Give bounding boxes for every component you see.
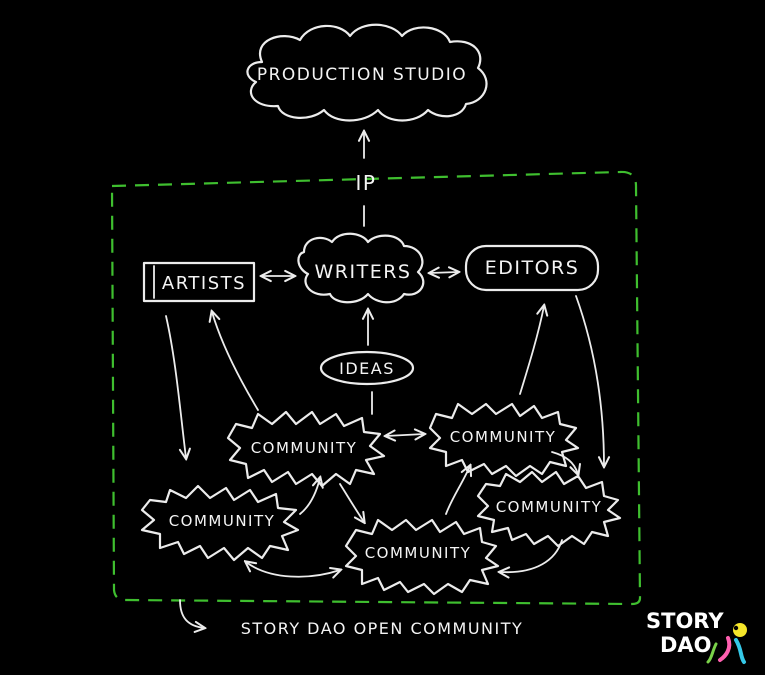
community-label-left: COMMUNITY xyxy=(169,512,276,530)
right-to-bottom-community-arrow xyxy=(500,539,563,572)
community-label-center-left: COMMUNITY xyxy=(251,439,358,457)
artists-label: ARTISTS xyxy=(162,273,246,294)
editors-to-right-community-arrow xyxy=(575,295,604,466)
ip-label: IP xyxy=(356,171,377,195)
community-label-right: COMMUNITY xyxy=(496,498,603,516)
community-label-center-right: COMMUNITY xyxy=(450,428,557,446)
community-burst-bottom xyxy=(344,518,500,596)
production-studio-cloud xyxy=(246,23,488,122)
writers-editors-arrow xyxy=(430,272,458,273)
ideas-label: IDEAS xyxy=(339,359,395,378)
community-burst-right xyxy=(476,470,622,548)
bottom-to-center-right-community-arrow xyxy=(445,466,470,515)
community-burst-center-left xyxy=(226,410,386,488)
ideas-oval xyxy=(319,350,415,386)
caption-label: STORY DAO OPEN COMMUNITY xyxy=(241,619,524,638)
center-community-link-arrow xyxy=(386,434,424,436)
story-dao-logo: STORY DAO xyxy=(646,609,747,664)
community-burst-left xyxy=(140,484,300,562)
logo-line-story: STORY xyxy=(646,609,724,633)
left-to-bottom-community-arrow xyxy=(246,562,340,577)
creature-mascot-icon xyxy=(706,623,747,664)
editors-pill xyxy=(464,244,600,292)
editors-label: EDITORS xyxy=(485,257,580,279)
community-label-bottom: COMMUNITY xyxy=(365,544,472,562)
writers-cloud xyxy=(297,232,425,304)
artists-box xyxy=(142,261,256,303)
community-boundary xyxy=(110,170,642,606)
left-to-center-left-community-arrow xyxy=(299,478,320,515)
caption-arrow xyxy=(179,599,204,628)
logo-line-dao: DAO xyxy=(660,633,712,657)
writers-label: WRITERS xyxy=(315,261,412,283)
artists-to-left-community-arrow xyxy=(165,315,186,458)
center-right-to-right-community-arrow xyxy=(551,451,578,474)
center-right-community-to-editors-arrow xyxy=(519,306,544,395)
community-burst-center-right xyxy=(428,402,580,478)
center-left-community-to-artists-arrow xyxy=(212,312,259,411)
center-left-to-bottom-community-arrow xyxy=(339,483,364,522)
production-studio-label: PRODUCTION STUDIO xyxy=(257,65,467,85)
